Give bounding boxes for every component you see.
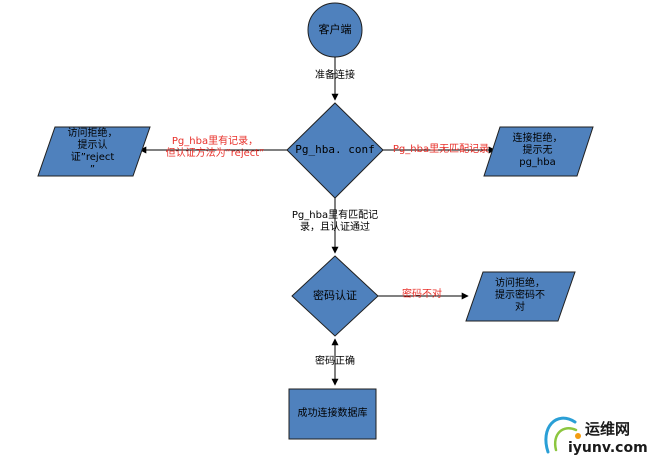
- watermark-name: 运维网: [585, 420, 631, 438]
- edge-label-prepare-connect: 准备连接: [315, 70, 355, 81]
- reject-left-label: 访问拒绝， 提示认 证”reject ”: [67, 128, 118, 175]
- reject-left-node: [37, 126, 151, 177]
- password-auth-label: 密码认证: [313, 289, 357, 302]
- pghba-label: Pg_hba. conf: [295, 143, 375, 156]
- password-decision-node: [291, 255, 379, 337]
- edge-label-password-wrong: 密码不对: [402, 289, 442, 300]
- reject-right-node: [483, 126, 594, 177]
- edge-label-has-record-reject: Pg_hba里有记录， 但认证方法为”reject”: [165, 136, 265, 159]
- watermark-logo-icon: [544, 416, 581, 454]
- reject-right-label: 连接拒绝， 提示无 pg_hba: [512, 133, 563, 168]
- success-label: 成功连接数据库: [297, 408, 368, 419]
- edge-label-password-right: 密码正确: [315, 356, 355, 367]
- edge-label-match-pass: Pg_hba里有匹配记 录，且认证通过: [291, 210, 379, 233]
- password-wrong-label: 访问拒绝， 提示密码不 对: [495, 278, 545, 313]
- password-wrong-node: [465, 271, 576, 322]
- client-label: 客户端: [318, 23, 352, 36]
- success-node: [288, 388, 377, 440]
- watermark-url: iyunv.com: [568, 440, 648, 456]
- edge-label-no-match: Pg_hba里无匹配记录: [392, 144, 490, 155]
